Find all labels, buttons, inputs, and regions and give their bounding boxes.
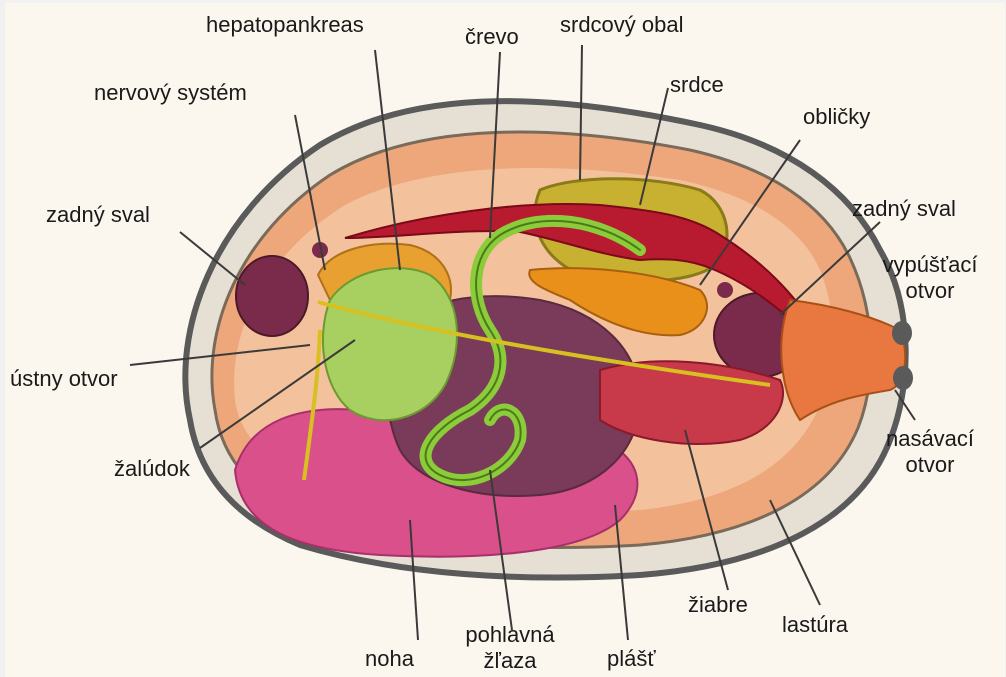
label-vypustaci-otvor-line2: otvor — [855, 280, 1005, 302]
excurrent-siphon-opening — [892, 321, 912, 345]
label-zadny-sval-right: zadný sval — [852, 198, 956, 220]
label-nervovy-system: nervový systém — [94, 82, 247, 104]
label-zaludok: žalúdok — [114, 458, 190, 480]
label-ziabre: žiabre — [688, 594, 748, 616]
label-crevo: črevo — [465, 26, 519, 48]
label-zadny-sval-left: zadný sval — [46, 204, 150, 226]
label-srdce: srdce — [670, 74, 724, 96]
label-pohlavna-zlaza-line2: žľaza — [445, 650, 575, 672]
ganglion-right — [717, 282, 733, 298]
incurrent-siphon-opening — [893, 366, 913, 390]
label-ustny-otvor: ústny otvor — [10, 368, 118, 390]
label-srdcovy-obal: srdcový obal — [560, 14, 684, 36]
label-nasavaci-otvor-line1: nasávací — [860, 428, 1000, 450]
adductor-left — [236, 256, 308, 336]
label-oblicky: obličky — [803, 106, 870, 128]
stomach — [323, 268, 457, 420]
label-nasavaci-otvor-line2: otvor — [860, 454, 1000, 476]
label-hepatopankreas: hepatopankreas — [206, 14, 364, 36]
label-vypustaci-otvor-line1: vypúšťací — [855, 254, 1005, 276]
label-lastura: lastúra — [782, 614, 848, 636]
label-noha: noha — [365, 648, 414, 670]
label-pohlavna-zlaza-line1: pohlavná — [445, 624, 575, 646]
label-plast: plášť — [607, 648, 656, 670]
